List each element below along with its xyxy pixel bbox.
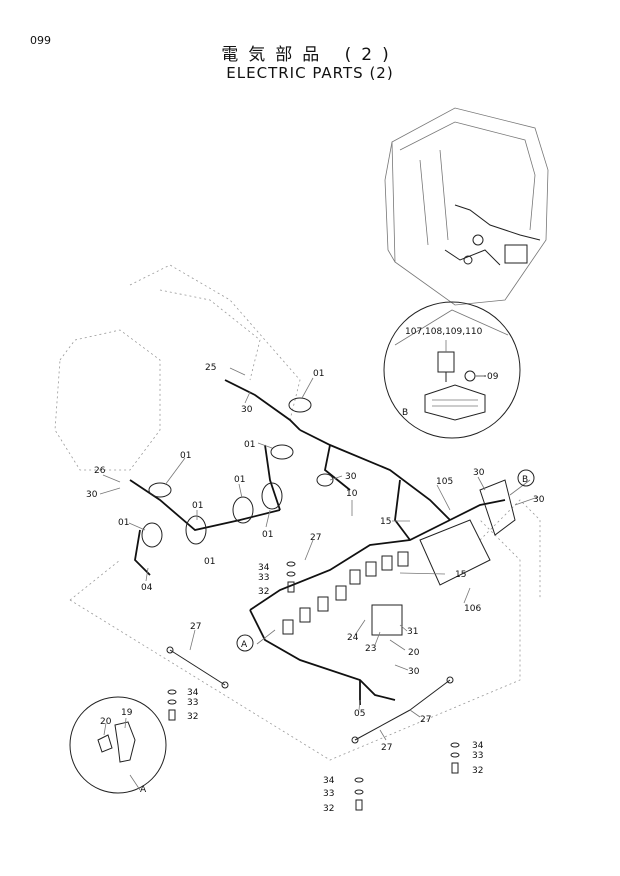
callout-a: A bbox=[241, 640, 248, 650]
cab-illustration bbox=[384, 107, 549, 306]
bolt-sets bbox=[167, 561, 460, 811]
callout-01: 01 bbox=[313, 369, 324, 379]
callout-27: 27 bbox=[310, 533, 321, 543]
callout-34: 34 bbox=[258, 563, 270, 573]
leader-lines bbox=[99, 340, 539, 791]
detail-b-inset bbox=[383, 301, 521, 439]
callout-106: 106 bbox=[464, 604, 481, 614]
title-english: ELECTRIC PARTS (2) bbox=[226, 64, 394, 82]
callout-34: 34 bbox=[187, 688, 199, 698]
callout-32: 32 bbox=[258, 587, 269, 597]
callout-23: 23 bbox=[365, 644, 376, 654]
callout-34: 34 bbox=[472, 741, 484, 751]
callout-01: 01 bbox=[118, 518, 129, 528]
callout-24: 24 bbox=[347, 633, 359, 643]
callout-32: 32 bbox=[472, 766, 483, 776]
callout-01: 01 bbox=[244, 440, 255, 450]
callout-15: 15 bbox=[455, 570, 466, 580]
callout-04: 04 bbox=[141, 583, 153, 593]
callout-33: 33 bbox=[323, 789, 334, 799]
callout-30: 30 bbox=[533, 495, 545, 505]
callout-33: 33 bbox=[472, 751, 483, 761]
callout-105: 105 bbox=[436, 477, 453, 487]
callout-33: 33 bbox=[258, 573, 269, 583]
inset-a-label: A bbox=[140, 785, 147, 795]
callout-b: B bbox=[522, 475, 528, 485]
callout-a-circle bbox=[236, 634, 254, 652]
callout-19: 19 bbox=[121, 708, 133, 718]
callout-15: 15 bbox=[380, 517, 391, 527]
inset-b-part-numbers: 107,108,109,110 bbox=[405, 327, 483, 337]
cables-27 bbox=[166, 646, 454, 744]
callout-32: 32 bbox=[323, 804, 334, 814]
callout-09: 09 bbox=[487, 372, 499, 382]
callout-30: 30 bbox=[241, 405, 253, 415]
relay-blocks bbox=[282, 479, 516, 636]
callout-26: 26 bbox=[94, 466, 106, 476]
callout-01: 01 bbox=[192, 501, 203, 511]
callout-01: 01 bbox=[262, 530, 273, 540]
callout-05: 05 bbox=[354, 709, 365, 719]
callout-30: 30 bbox=[473, 468, 485, 478]
inset-b-label: B bbox=[402, 408, 408, 418]
callout-30: 30 bbox=[345, 472, 357, 482]
callout-27: 27 bbox=[381, 743, 392, 753]
callout-30: 30 bbox=[408, 667, 420, 677]
callout-01: 01 bbox=[204, 557, 215, 567]
callout-27: 27 bbox=[190, 622, 201, 632]
callout-31: 31 bbox=[407, 627, 418, 637]
callout-32: 32 bbox=[187, 712, 198, 722]
callout-34: 34 bbox=[323, 776, 335, 786]
clamp-rings bbox=[141, 397, 334, 548]
callout-25: 25 bbox=[205, 363, 216, 373]
callout-01: 01 bbox=[234, 475, 245, 485]
callout-30: 30 bbox=[86, 490, 98, 500]
title-japanese: 電気部品 (2) bbox=[221, 45, 399, 65]
callout-20: 20 bbox=[100, 717, 112, 727]
callout-b-circle bbox=[517, 469, 535, 487]
callout-20: 20 bbox=[408, 648, 420, 658]
callout-33: 33 bbox=[187, 698, 198, 708]
callout-10: 10 bbox=[346, 489, 358, 499]
machine-frame bbox=[54, 264, 541, 761]
callout-27: 27 bbox=[420, 715, 431, 725]
page-number: 099 bbox=[30, 34, 51, 47]
callout-01: 01 bbox=[180, 451, 191, 461]
detail-a-inset bbox=[69, 696, 167, 794]
